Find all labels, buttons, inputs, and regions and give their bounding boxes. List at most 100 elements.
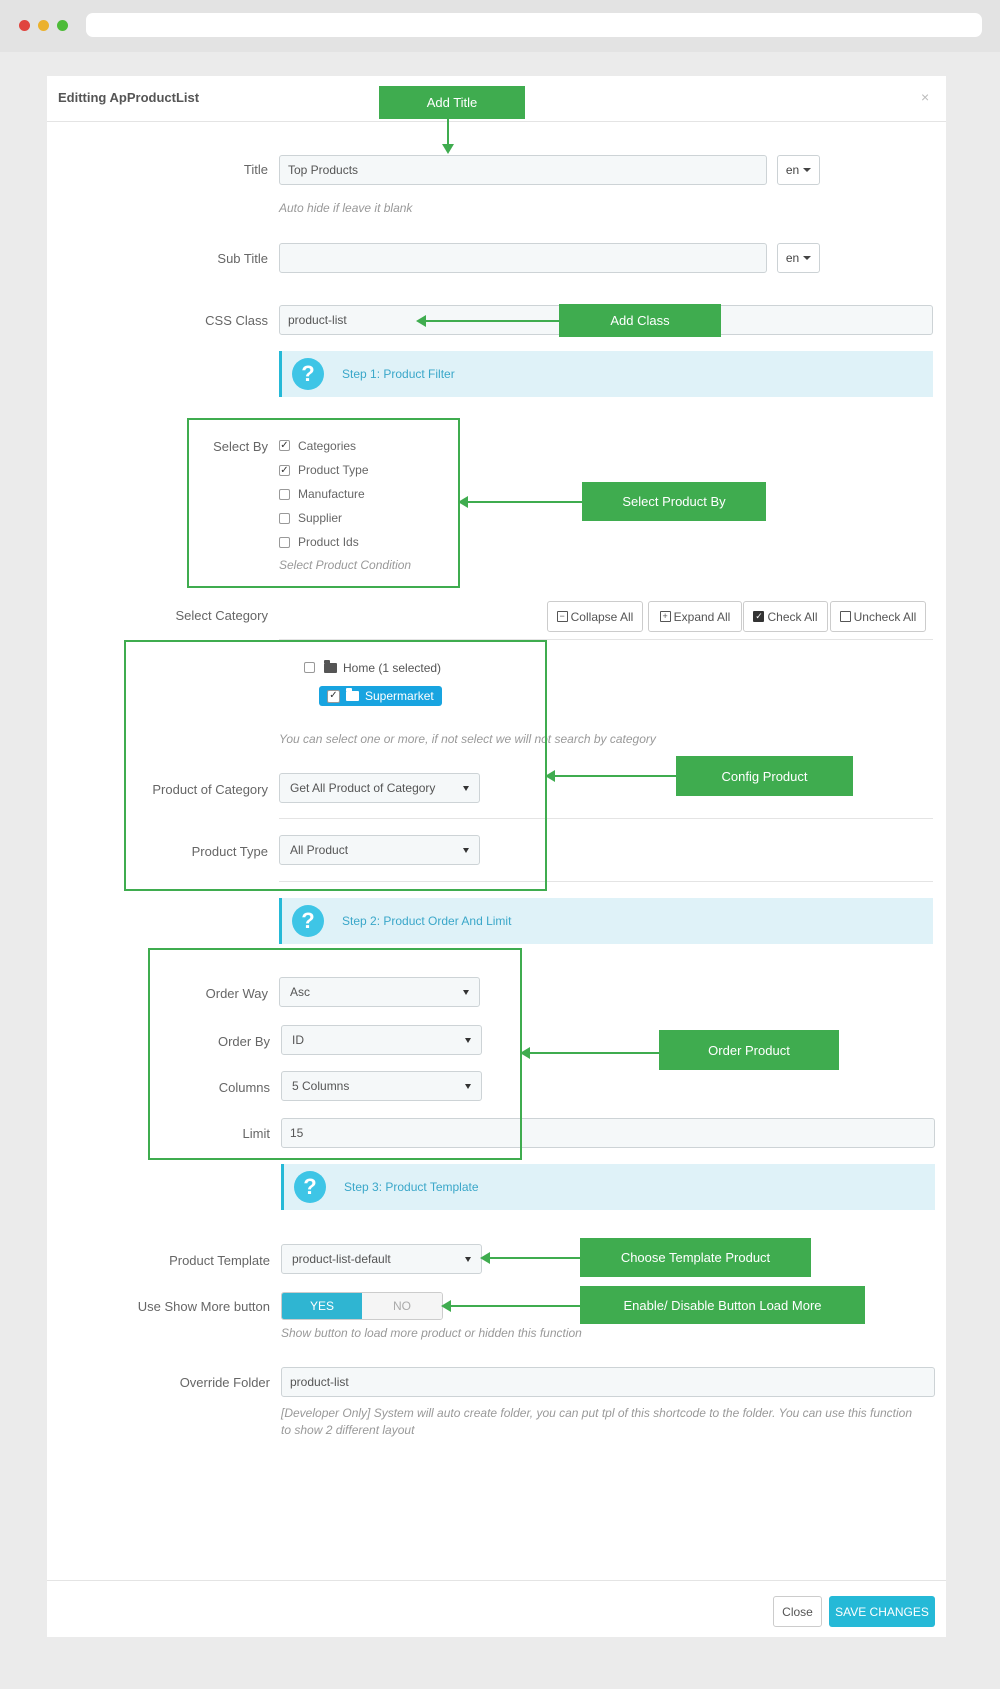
step2-text: Step 2: Product Order And Limit: [342, 914, 512, 928]
folder-icon: [346, 688, 359, 701]
triangle-down-icon: [465, 1256, 471, 1262]
step1-text: Step 1: Product Filter: [342, 367, 455, 381]
home-node-label: Home (1 selected): [343, 661, 442, 675]
title-input[interactable]: Top Products: [279, 155, 767, 185]
triangle-down-icon: [463, 785, 469, 791]
window-minimize-dot[interactable]: [38, 20, 49, 31]
product-of-category-value: Get All Product of Category: [290, 781, 436, 795]
override-folder-input[interactable]: product-list: [281, 1367, 935, 1397]
uncheck-all-button[interactable]: Uncheck All: [830, 601, 926, 632]
product-template-value: product-list-default: [292, 1252, 391, 1266]
limit-input[interactable]: 15: [281, 1118, 935, 1148]
category-divider: [279, 639, 933, 640]
checkbox-manufacture[interactable]: [279, 489, 290, 500]
folder-open-icon: [324, 660, 337, 673]
arrow-left-icon: [458, 496, 582, 508]
minus-square-icon: −: [556, 611, 568, 622]
product-type-select[interactable]: All Product: [279, 835, 480, 865]
show-more-label: Use Show More button: [137, 1299, 270, 1314]
annotation-choose-template: Choose Template Product: [580, 1238, 811, 1277]
checkbox-product-type[interactable]: ✓: [279, 465, 290, 476]
order-way-label: Order Way: [205, 986, 268, 1001]
arrow-down-icon: [442, 119, 454, 154]
select-by-label: Select By: [213, 439, 268, 454]
highlight-select-by: [187, 418, 460, 588]
arrow-left-icon: [545, 770, 676, 782]
checkbox-supplier[interactable]: [279, 513, 290, 524]
order-by-label: Order By: [217, 1034, 270, 1049]
checkbox-home[interactable]: [304, 662, 315, 673]
collapse-all-button[interactable]: −Collapse All: [547, 601, 643, 632]
product-of-category-select[interactable]: Get All Product of Category: [279, 773, 480, 803]
title-lang-value: en: [785, 163, 800, 177]
show-more-toggle[interactable]: YES NO: [281, 1292, 443, 1320]
category-help: You can select one or more, if not selec…: [279, 732, 656, 746]
checkbox-supermarket[interactable]: ✓: [327, 689, 340, 703]
arrow-left-icon: [416, 315, 559, 327]
annotation-select-product-by: Select Product By: [582, 482, 766, 521]
order-way-select[interactable]: Asc: [279, 977, 480, 1007]
arrow-left-icon: [441, 1300, 580, 1312]
arrow-left-icon: [480, 1252, 580, 1264]
triangle-down-icon: [463, 989, 469, 995]
question-icon: ?: [292, 358, 324, 390]
subtitle-lang-dropdown[interactable]: en: [777, 243, 820, 273]
categories-label: Categories: [298, 439, 357, 453]
show-more-help: Show button to load more product or hidd…: [281, 1326, 582, 1340]
override-folder-help: [Developer Only] System will auto create…: [281, 1406, 913, 1437]
step3-banner: ? Step 3: Product Template: [281, 1164, 935, 1210]
title-lang-dropdown[interactable]: en: [777, 155, 820, 185]
expand-all-button[interactable]: +Expand All: [648, 601, 742, 632]
caret-down-icon: [803, 168, 812, 172]
tree-node-supermarket[interactable]: ✓Supermarket: [319, 686, 442, 706]
section-divider: [279, 881, 933, 882]
square-icon: [839, 611, 851, 622]
modal-title: Editting ApProductList: [58, 90, 200, 105]
override-folder-label: Override Folder: [179, 1375, 270, 1390]
annotation-add-class: Add Class: [559, 304, 721, 337]
close-icon[interactable]: ×: [921, 89, 930, 105]
checkbox-categories[interactable]: ✓: [279, 440, 290, 451]
check-square-icon: ✓: [753, 611, 765, 622]
subtitle-lang-value: en: [785, 251, 800, 265]
supplier-label: Supplier: [298, 511, 343, 525]
highlight-order-product: [148, 948, 522, 1160]
address-bar[interactable]: [86, 13, 982, 37]
css-class-label: CSS Class: [205, 313, 268, 328]
save-changes-button[interactable]: SAVE CHANGES: [829, 1596, 935, 1627]
subtitle-input[interactable]: [279, 243, 767, 273]
window-maximize-dot[interactable]: [57, 20, 68, 31]
columns-label: Columns: [218, 1080, 270, 1095]
check-all-label: Check All: [767, 609, 818, 624]
collapse-all-label: Collapse All: [570, 609, 634, 624]
window-close-dot[interactable]: [19, 20, 30, 31]
product-type-label: Product Type: [191, 844, 268, 859]
order-by-select[interactable]: ID: [281, 1025, 482, 1055]
checkbox-product-ids[interactable]: [279, 537, 290, 548]
tree-node-home[interactable]: Home (1 selected): [324, 660, 442, 675]
caret-down-icon: [803, 256, 812, 260]
expand-all-label: Expand All: [673, 609, 731, 624]
select-by-help: Select Product Condition: [279, 558, 412, 572]
question-icon: ?: [292, 905, 324, 937]
check-all-button[interactable]: ✓Check All: [743, 601, 828, 632]
subtitle-label: Sub Title: [217, 251, 268, 266]
columns-value: 5 Columns: [292, 1079, 350, 1093]
limit-label: Limit: [242, 1126, 270, 1141]
title-help: Auto hide if leave it blank: [279, 201, 413, 215]
annotation-order-product: Order Product: [659, 1030, 839, 1070]
product-of-category-label: Product of Category: [152, 782, 268, 797]
show-more-no[interactable]: NO: [362, 1293, 442, 1319]
order-by-value: ID: [292, 1033, 304, 1047]
uncheck-all-label: Uncheck All: [853, 609, 917, 624]
product-ids-label: Product Ids: [298, 535, 359, 549]
close-button[interactable]: Close: [773, 1596, 822, 1627]
step2-banner: ? Step 2: Product Order And Limit: [279, 898, 933, 944]
columns-select[interactable]: 5 Columns: [281, 1071, 482, 1101]
triangle-down-icon: [465, 1037, 471, 1043]
order-way-value: Asc: [290, 985, 311, 999]
step1-banner: ? Step 1: Product Filter: [279, 351, 933, 397]
product-template-select[interactable]: product-list-default: [281, 1244, 482, 1274]
highlight-config-product: [124, 640, 547, 891]
show-more-yes[interactable]: YES: [282, 1293, 362, 1319]
